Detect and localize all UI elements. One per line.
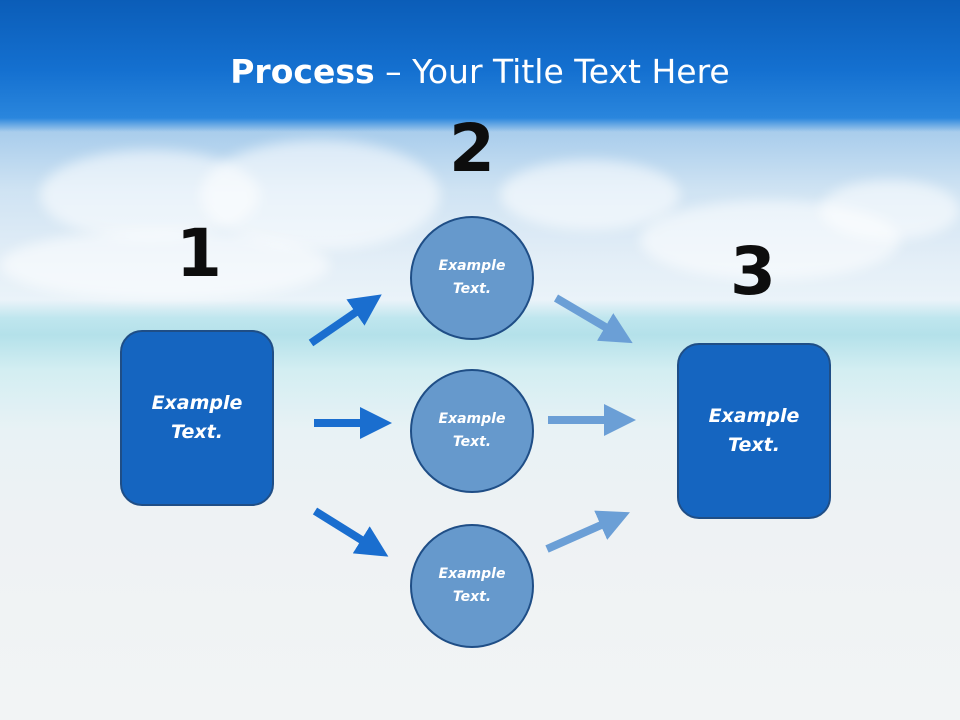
circle-top: Example Text. [410,216,534,340]
slide-title: Process – Your Title Text Here [0,52,960,91]
step1-box: Example Text. [120,330,274,506]
cloud-decoration [0,230,330,300]
cloud-decoration [820,180,960,240]
circle-middle-text: Example Text. [438,411,506,450]
arrow-from-bottom-circle [545,510,630,553]
cloud-decoration [500,160,680,230]
step1-box-text: Example Text. [151,392,243,443]
arrow-to-top-circle [308,294,382,347]
circle-top-text: Example Text. [438,258,506,297]
circle-middle: Example Text. [410,369,534,493]
step3-box: Example Text. [677,343,831,519]
arrow-to-bottom-circle [312,507,389,557]
step3-box-text: Example Text. [708,405,800,456]
title-bold: Process [230,52,375,91]
arrow-from-top-circle [553,294,633,344]
cloud-decoration [200,140,440,250]
step-number-2: 2 [449,110,495,187]
title-rest: – Your Title Text Here [374,52,730,91]
circle-bottom-text: Example Text. [438,566,506,605]
step-number-3: 3 [730,233,776,310]
step-number-1: 1 [176,215,222,292]
circle-bottom: Example Text. [410,524,534,648]
